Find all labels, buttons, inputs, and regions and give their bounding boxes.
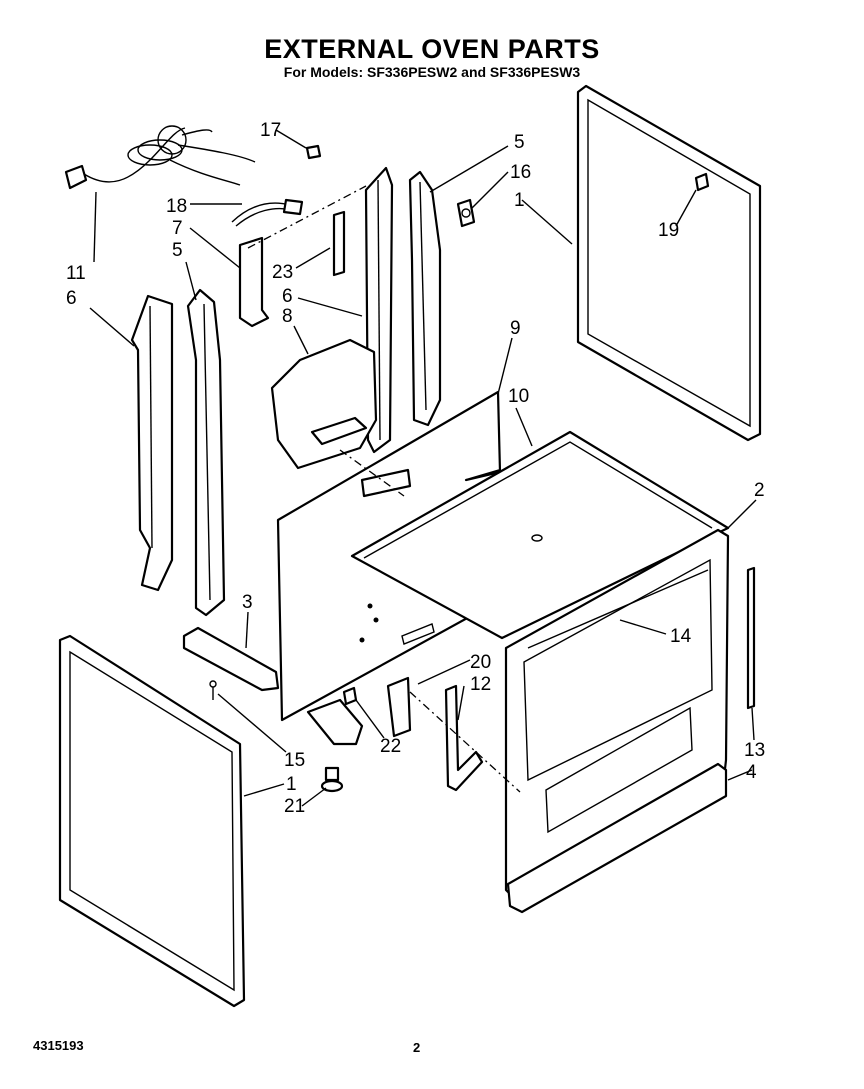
callout-6-left: 6 [66,288,77,309]
wire-harness [231,198,304,227]
fastener-19 [694,172,710,192]
callout-5-left: 5 [172,240,183,261]
rod-14 [527,569,709,649]
callout-7: 7 [172,218,183,239]
callout-12: 12 [470,674,491,695]
bracket-12 [444,684,484,792]
kick-panel-4 [506,762,728,914]
right-side-panel [576,84,762,442]
callout-3: 3 [242,592,253,613]
callout-14: 14 [670,626,692,647]
rail-3 [182,626,280,692]
callout-8: 8 [282,306,293,327]
vent-duct-8 [270,338,378,470]
callout-17: 17 [260,120,281,141]
callout-1-left: 1 [286,774,297,795]
clip-20 [386,676,412,738]
screw-15 [209,680,217,700]
callout-20: 20 [470,652,491,673]
assembly-centerlines [247,185,521,793]
screw-22 [342,686,358,706]
page-number: 2 [413,1040,421,1055]
leader-lines [89,129,757,807]
model-subtitle: For Models: SF336PESW2 and SF336PESW3 [283,64,581,80]
left-front-rail [186,288,226,617]
callout-10: 10 [508,386,529,407]
right-rear-rail [408,170,442,427]
callout-1-right: 1 [514,190,525,211]
bracket-7 [238,236,270,328]
callout-19: 19 [658,220,679,241]
document-number: 4315193 [33,1038,84,1053]
leveling-leg-21 [320,766,344,793]
left-rear-rail [130,294,174,592]
callout-23: 23 [272,262,293,283]
lower-channel [306,698,364,746]
callout-16: 16 [510,162,531,183]
strip-23 [332,210,346,277]
page-title: EXTERNAL OVEN PARTS [264,34,600,64]
left-side-panel [58,634,246,1008]
power-cord [64,125,256,190]
callout-6-center: 6 [282,286,293,307]
callout-11: 11 [66,263,86,284]
trim-strip-13 [746,566,756,710]
callout-21: 21 [284,796,305,817]
callout-4: 4 [746,762,757,783]
clip-16 [456,198,476,228]
part-callouts: 11 6 5 7 18 17 23 6 8 5 16 1 19 9 10 2 3… [66,120,765,817]
fastener-17 [305,144,322,160]
callout-5-right: 5 [514,132,525,153]
callout-15: 15 [284,750,305,771]
callout-9: 9 [510,318,521,339]
callout-13: 13 [744,740,765,761]
callout-18: 18 [166,196,187,217]
callout-22: 22 [380,736,401,757]
callout-2: 2 [754,480,765,501]
